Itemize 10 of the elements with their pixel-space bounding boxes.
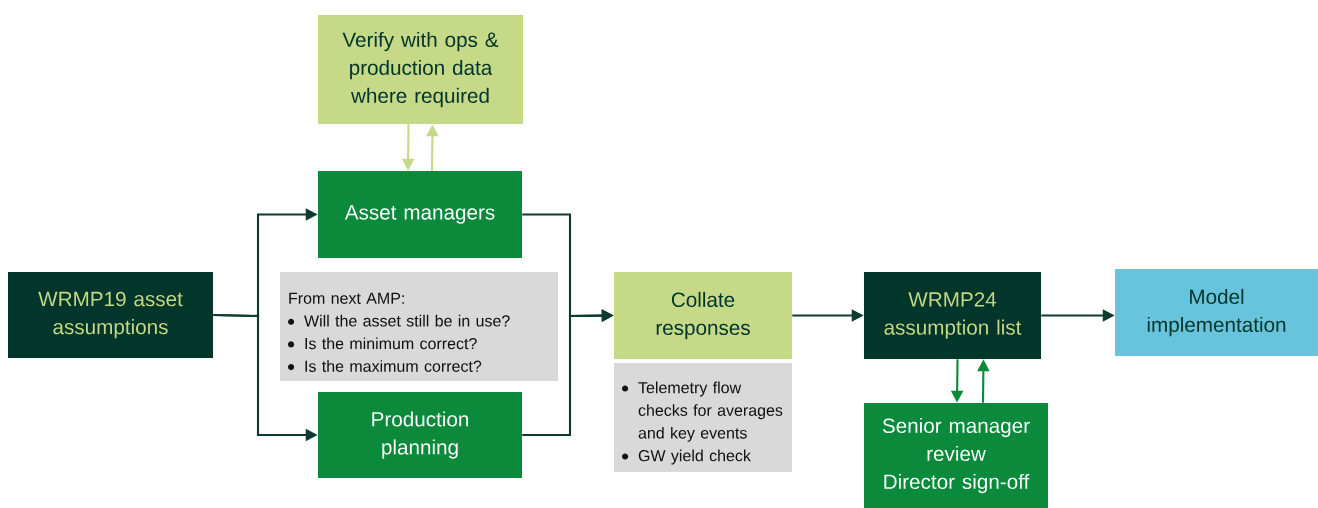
process-box: Verify with ops & production data where required — [317, 14, 524, 125]
note-box: From next AMP: Will the asset still be in use? Is the minimum correct? Is the maximum correct? — [280, 271, 558, 382]
process-box: Senior manager review Director sign-off — [864, 402, 1048, 508]
process-box: Production planning — [318, 392, 522, 478]
note-box: Telemetry flow checks for averages and key events GW yield check — [614, 362, 792, 473]
process-box: Collate responses — [614, 272, 792, 359]
process-box: WRMP19 asset assumptions — [7, 272, 214, 358]
process-box: Model implementation — [1115, 269, 1318, 356]
process-box: Asset managers — [318, 171, 522, 258]
process-box: WRMP24 assumption list — [863, 272, 1042, 359]
